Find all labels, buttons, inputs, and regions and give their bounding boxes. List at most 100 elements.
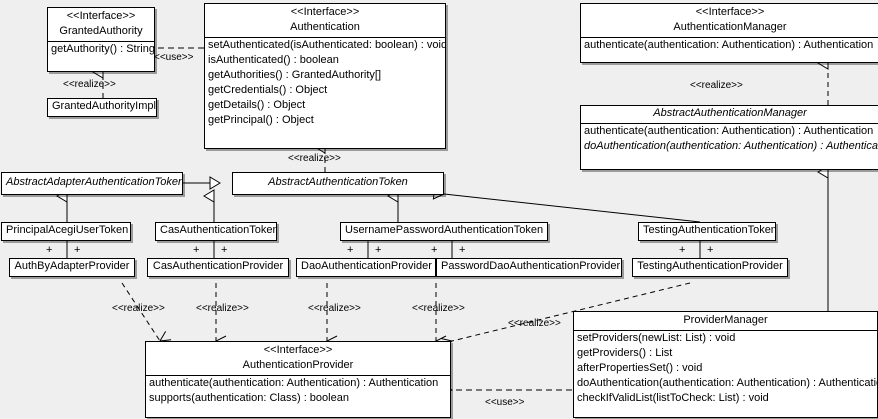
class-abstract-authentication-token[interactable]: AbstractAuthenticationToken	[232, 172, 444, 195]
operation: doAuthentication(authentication: Authent…	[584, 140, 878, 152]
class-cas-authentication-provider[interactable]: CasAuthenticationProvider	[147, 258, 289, 277]
operation: setProviders(newList: List) : void	[577, 332, 736, 344]
divider	[48, 41, 154, 42]
class-header: <<Interface>> AuthenticationManager	[581, 4, 878, 37]
class-header: AbstractAdapterAuthenticationToken	[2, 173, 182, 192]
edge-label-realize-password-dao-authentication-provider: <<realize>>	[412, 303, 465, 314]
operation: authenticate(authentication: Authenticat…	[149, 377, 439, 389]
class-header: PasswordDaoAuthenticationProvider	[437, 259, 621, 276]
operation: setAuthenticated(isAuthenticated: boolea…	[208, 39, 446, 51]
divider	[574, 330, 877, 331]
class-name: UsernamePasswordAuthenticationToken	[345, 224, 544, 236]
class-name: AbstractAdapterAuthenticationToken	[6, 176, 183, 188]
class-dao-authentication-provider[interactable]: DaoAuthenticationProvider	[296, 258, 436, 277]
association-adornment-upat-right: +	[375, 244, 382, 256]
class-name: TestingAuthenticationProvider	[637, 260, 783, 272]
operations-compartment: authenticate(authentication: Authenticat…	[581, 38, 878, 53]
edge-label-realize-granted-authority-impl: <<realize>>	[63, 79, 116, 90]
class-header: CasAuthenticationProvider	[148, 259, 288, 276]
operation: authenticate(authentication: Authenticat…	[584, 39, 874, 51]
operations-compartment: getAuthority() : String	[48, 42, 154, 57]
class-header: DaoAuthenticationProvider	[297, 259, 435, 276]
class-header: <<Interface>> Authentication	[205, 4, 445, 37]
class-name: Authentication	[290, 21, 360, 33]
class-name: PasswordDaoAuthenticationProvider	[441, 260, 621, 272]
operation: checkIfValidList(listToCheck: List) : vo…	[577, 392, 769, 404]
association-adornment-principal-left: +	[46, 244, 53, 256]
class-granted-authority[interactable]: <<Interface>> GrantedAuthority getAuthor…	[47, 7, 155, 72]
class-granted-authority-impl[interactable]: GrantedAuthorityImpl	[47, 98, 157, 117]
class-password-dao-authentication-provider[interactable]: PasswordDaoAuthenticationProvider	[436, 258, 622, 277]
divider	[146, 375, 450, 376]
association-adornment-testing-right: +	[707, 244, 714, 256]
edge-label-realize-abstract-authentication-token: <<realize>>	[288, 153, 341, 164]
class-principal-acegi-user-token[interactable]: PrincipalAcegiUserToken	[1, 222, 131, 241]
association-adornment-principal-right: +	[74, 244, 81, 256]
association-adornment-upat-left: +	[347, 244, 354, 256]
class-name: AbstractAuthenticationManager	[653, 107, 807, 119]
class-header: TestingAuthenticationProvider	[633, 259, 787, 276]
operations-compartment: setProviders(newList: List) : void getPr…	[574, 331, 877, 406]
class-stereotype: <<Interface>>	[290, 6, 360, 18]
edge-label-use-authentication-grantedauthority: <<use>>	[154, 52, 194, 63]
class-header: PrincipalAcegiUserToken	[2, 223, 130, 240]
class-header: <<Interface>> AuthenticationProvider	[146, 342, 450, 375]
class-testing-authentication-provider[interactable]: TestingAuthenticationProvider	[632, 258, 788, 277]
class-header: TestingAuthenticationToken	[639, 223, 775, 240]
class-name: AuthByAdapterProvider	[14, 260, 130, 272]
operation: isAuthenticated() : boolean	[208, 54, 339, 66]
edge-label-realize-cas-authentication-provider: <<realize>>	[196, 303, 249, 314]
association-adornment-testing-left: +	[679, 244, 686, 256]
operations-compartment: authenticate(authentication: Authenticat…	[146, 376, 450, 406]
class-auth-by-adapter-provider[interactable]: AuthByAdapterProvider	[9, 258, 135, 277]
class-testing-authentication-token[interactable]: TestingAuthenticationToken	[638, 222, 776, 241]
operations-compartment: setAuthenticated(isAuthenticated: boolea…	[205, 38, 445, 128]
operation: supports(authentication: Class) : boolea…	[149, 392, 349, 404]
divider	[581, 37, 878, 38]
class-name: TestingAuthenticationToken	[643, 224, 776, 236]
class-name: AbstractAuthenticationToken	[268, 176, 408, 188]
class-name: DaoAuthenticationProvider	[301, 260, 432, 272]
operations-compartment: authenticate(authentication: Authenticat…	[581, 124, 878, 154]
class-header: UsernamePasswordAuthenticationToken	[341, 223, 547, 240]
edge-label-realize-dao-authentication-provider: <<realize>>	[308, 303, 361, 314]
class-name: AuthenticationProvider	[242, 359, 354, 371]
class-provider-manager[interactable]: ProviderManager setProviders(newList: Li…	[573, 311, 878, 418]
class-authentication[interactable]: <<Interface>> Authentication setAuthenti…	[204, 3, 446, 149]
divider	[205, 37, 445, 38]
class-header: AbstractAuthenticationManager	[581, 106, 878, 123]
class-header: <<Interface>> GrantedAuthority	[48, 8, 154, 41]
operation: getAuthority() : String	[51, 43, 155, 55]
class-stereotype: <<Interface>>	[263, 344, 333, 356]
class-name: AuthenticationManager	[673, 21, 787, 33]
class-authentication-provider[interactable]: <<Interface>> AuthenticationProvider aut…	[145, 341, 451, 418]
edge-label-use-provider-manager-authentication-provider: <<use>>	[485, 397, 525, 408]
class-name: CasAuthenticationProvider	[152, 260, 284, 272]
class-header: AbstractAuthenticationToken	[233, 173, 443, 192]
class-abstract-authentication-manager[interactable]: AbstractAuthenticationManager authentica…	[580, 105, 878, 170]
operation: getDetails() : Object	[208, 99, 306, 111]
association-adornment-upat-right2: +	[459, 244, 466, 256]
divider	[581, 123, 878, 124]
operation: getCredentials() : Object	[208, 84, 328, 96]
class-name: ProviderManager	[683, 314, 768, 326]
operation: getPrincipal() : Object	[208, 114, 314, 126]
operation: doAuthentication(authentication: Authent…	[577, 377, 878, 389]
class-authentication-manager[interactable]: <<Interface>> AuthenticationManager auth…	[580, 3, 878, 63]
class-cas-authentication-token[interactable]: CasAuthenticationToken	[155, 222, 277, 241]
class-header: CasAuthenticationToken	[156, 223, 276, 240]
class-header: AuthByAdapterProvider	[10, 259, 134, 276]
class-stereotype: <<Interface>>	[695, 6, 765, 18]
edge-label-realize-testing-authentication-provider: <<realize>>	[508, 318, 561, 329]
class-abstract-adapter-authentication-token[interactable]: AbstractAdapterAuthenticationToken	[1, 172, 183, 195]
class-name: PrincipalAcegiUserToken	[6, 224, 129, 236]
association-adornment-cas-left: +	[193, 244, 200, 256]
class-name: GrantedAuthority	[59, 25, 143, 37]
class-stereotype: <<Interface>>	[66, 10, 136, 22]
class-username-password-authentication-token[interactable]: UsernamePasswordAuthenticationToken	[340, 222, 548, 241]
association-adornment-cas-right: +	[221, 244, 228, 256]
class-header: GrantedAuthorityImpl	[48, 99, 156, 116]
class-name: CasAuthenticationToken	[160, 224, 277, 236]
operation: authenticate(authentication: Authenticat…	[584, 125, 874, 137]
